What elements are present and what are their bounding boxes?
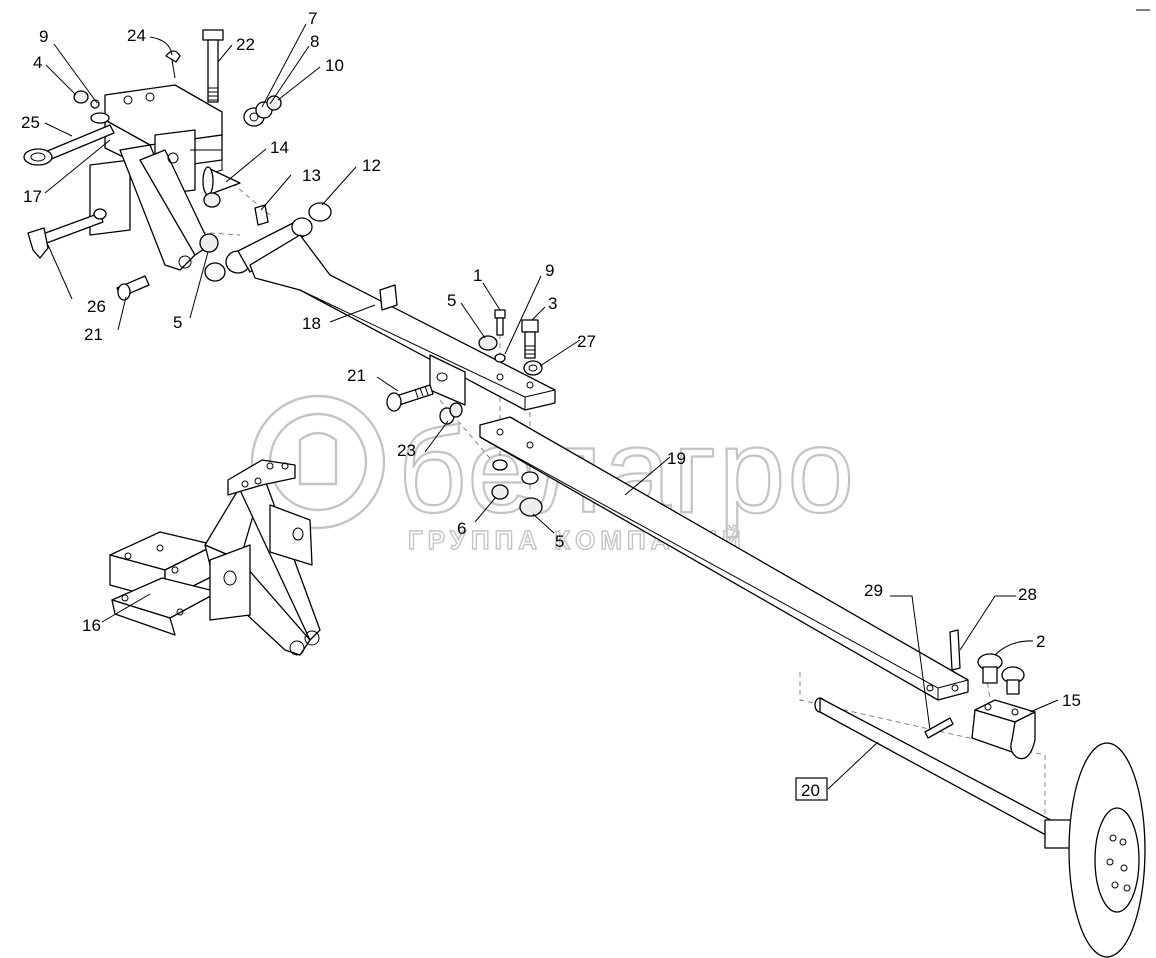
callout-10: 10 — [325, 56, 344, 75]
washer-stack-7-8-10 — [243, 95, 282, 127]
callout-20-boxed: 20 — [795, 777, 828, 801]
callout-20: 20 — [801, 781, 820, 800]
lower-mount-bracket-16 — [109, 459, 321, 656]
washer-and-nuts-6-5 — [491, 459, 543, 517]
bolt-21-upper — [116, 275, 150, 301]
beam-19 — [479, 416, 969, 701]
disc-wheel — [1068, 742, 1146, 958]
callout-13: 13 — [302, 166, 321, 185]
bolt-21-lower — [386, 384, 434, 412]
callout-14: 14 — [270, 138, 289, 157]
pin-26 — [27, 208, 107, 259]
callout-15: 15 — [1062, 691, 1081, 710]
callout-25: 25 — [21, 113, 40, 132]
callout-18: 18 — [302, 314, 321, 333]
callout-labels: 9 4 25 17 24 22 7 8 10 14 13 12 26 21 5 … — [21, 9, 1081, 801]
callout-2: 2 — [1036, 632, 1045, 651]
washers-23 — [439, 402, 463, 425]
grease-nipple-13 — [254, 204, 269, 226]
washer-27 — [523, 360, 543, 376]
callout-22: 22 — [236, 35, 255, 54]
bolt-3 — [521, 319, 539, 359]
washer-9-arm — [494, 353, 506, 363]
clamp-15 — [971, 699, 1036, 760]
callout-23: 23 — [397, 441, 416, 460]
shaft-20 — [814, 697, 1076, 849]
callout-19: 19 — [667, 449, 686, 468]
pin-29 — [924, 717, 954, 739]
cone-14 — [202, 166, 241, 208]
bolts-2 — [977, 653, 1025, 695]
bolt-1 — [494, 309, 506, 336]
callout-6: 6 — [457, 519, 466, 538]
bolt-22 — [202, 29, 224, 103]
pin-25 — [23, 112, 115, 166]
cap-12 — [308, 202, 332, 222]
callout-16: 16 — [82, 616, 101, 635]
callout-1: 1 — [473, 266, 482, 285]
callout-4: 4 — [33, 53, 42, 72]
callout-3: 3 — [548, 294, 557, 313]
callout-17: 17 — [23, 187, 42, 206]
callout-26: 26 — [87, 297, 106, 316]
callout-12: 12 — [362, 156, 381, 175]
callout-5-upper: 5 — [173, 313, 182, 332]
callout-21-upper: 21 — [84, 325, 103, 344]
callout-29: 29 — [864, 581, 883, 600]
nut-4 — [73, 90, 100, 109]
callout-7: 7 — [308, 9, 317, 28]
nut-5-arm — [478, 335, 498, 351]
split-pin-24 — [165, 50, 181, 79]
callout-9-arm: 9 — [545, 261, 554, 280]
pin-28 — [949, 629, 961, 671]
callout-28: 28 — [1018, 585, 1037, 604]
callout-27: 27 — [577, 332, 596, 351]
callout-5-arm: 5 — [447, 291, 456, 310]
leader-lines — [44, 23, 1059, 790]
callout-5-beam: 5 — [555, 532, 564, 551]
arm-18 — [225, 217, 556, 411]
nut-5-upper — [199, 233, 226, 282]
callout-24: 24 — [127, 26, 146, 45]
callout-8: 8 — [310, 32, 319, 51]
watermark-logo-mark — [250, 394, 386, 530]
callout-21-lower: 21 — [347, 366, 366, 385]
callout-9-top: 9 — [39, 27, 48, 46]
